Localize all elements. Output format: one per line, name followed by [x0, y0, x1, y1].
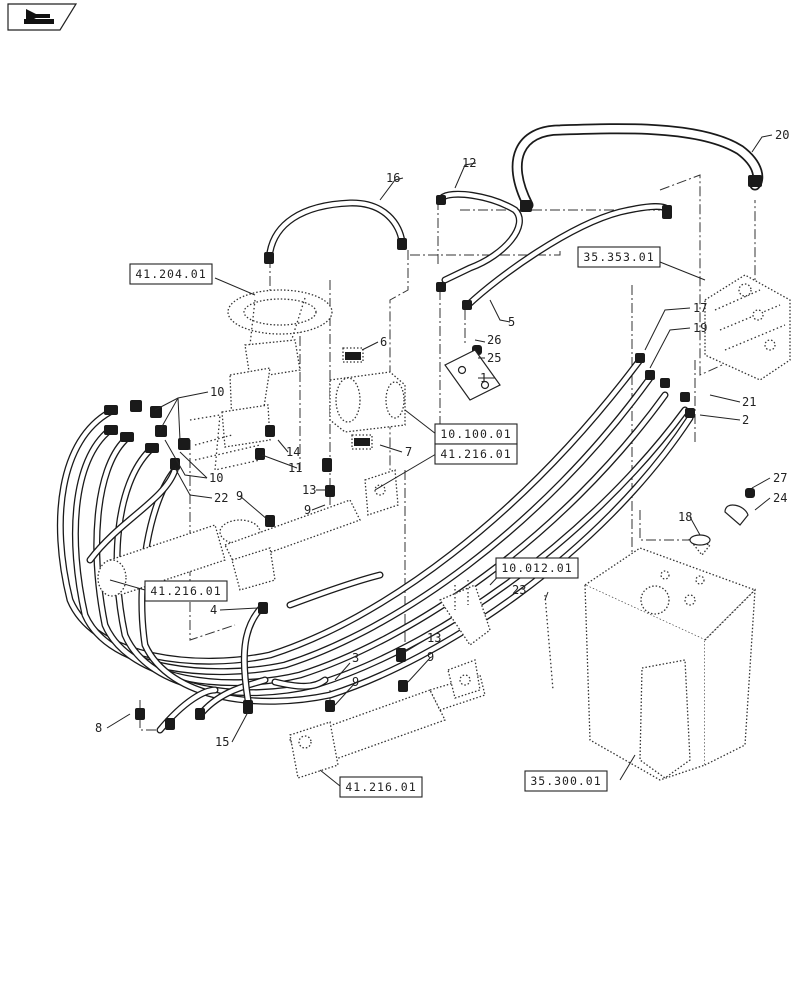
leader-lines — [106, 134, 773, 787]
callout-20: 20 — [775, 128, 789, 142]
steering-cylinder-lower[interactable] — [289, 659, 486, 779]
callout-13a: 13 — [302, 483, 316, 497]
ref-box-35-353-01[interactable]: 35.353.01 — [577, 246, 661, 268]
callout-8: 8 — [95, 721, 102, 735]
callout-11: 11 — [288, 461, 302, 475]
callout-9a: 9 — [236, 489, 243, 503]
ref-box-41-204-01[interactable]: 41.204.01 — [129, 263, 213, 285]
control-valve[interactable] — [704, 274, 791, 381]
callout-6: 6 — [380, 335, 387, 349]
ref-box-35-300-01[interactable]: 35.300.01 — [524, 770, 608, 792]
callout-4: 4 — [210, 603, 217, 617]
callout-21: 21 — [742, 395, 756, 409]
callout-10a: 10 — [210, 385, 224, 399]
steering-cylinder-upper[interactable] — [97, 469, 399, 597]
callout-18: 18 — [678, 510, 692, 524]
callout-26: 26 — [487, 333, 501, 347]
mounting-bracket[interactable] — [444, 349, 501, 401]
callout-1: 1 — [480, 371, 487, 385]
svg-text:41.216.01: 41.216.01 — [150, 584, 221, 598]
callout-14: 14 — [286, 445, 300, 459]
callout-23: 23 — [512, 583, 526, 597]
hose-clamp[interactable] — [724, 504, 749, 526]
cable-tie[interactable] — [544, 594, 554, 691]
ref-box-10-012-01[interactable]: 10.012.01 — [495, 557, 579, 579]
back-arrow-icon[interactable] — [7, 3, 78, 31]
svg-text:10.100.01: 10.100.01 — [440, 427, 511, 441]
callout-25: 25 — [487, 351, 501, 365]
svg-text:41.216.01: 41.216.01 — [345, 780, 416, 794]
callout-3: 3 — [352, 651, 359, 665]
callout-24: 24 — [773, 491, 787, 505]
callout-2: 2 — [742, 413, 749, 427]
callout-16: 16 — [386, 171, 400, 185]
svg-text:41.204.01: 41.204.01 — [135, 267, 206, 281]
callout-27: 27 — [773, 471, 787, 485]
svg-text:35.300.01: 35.300.01 — [530, 774, 601, 788]
washer[interactable] — [689, 534, 711, 546]
fittings[interactable] — [104, 175, 762, 730]
ref-box-41-216-01-a[interactable]: 41.216.01 — [434, 443, 518, 465]
callout-15: 15 — [215, 735, 229, 749]
ref-box-41-216-01-c[interactable]: 41.216.01 — [339, 776, 423, 798]
ref-box-10-100-01[interactable]: 10.100.01 — [434, 423, 518, 445]
svg-text:41.216.01: 41.216.01 — [440, 447, 511, 461]
svg-text:10.012.01: 10.012.01 — [501, 561, 572, 575]
hose-group[interactable] — [266, 123, 764, 309]
gear-pump[interactable] — [329, 347, 406, 450]
callout-9d: 9 — [352, 675, 359, 689]
hydraulic-tank[interactable] — [583, 538, 757, 781]
ref-box-41-216-01-b[interactable]: 41.216.01 — [144, 580, 228, 602]
callout-10b: 10 — [209, 471, 223, 485]
mount-plate[interactable] — [439, 580, 491, 646]
callout-9c: 9 — [427, 650, 434, 664]
callout-13b: 13 — [427, 631, 441, 645]
callout-5: 5 — [508, 315, 515, 329]
callout-12: 12 — [462, 156, 476, 170]
svg-text:35.353.01: 35.353.01 — [583, 250, 654, 264]
callout-22: 22 — [214, 491, 228, 505]
callout-9b: 9 — [304, 503, 311, 517]
callout-labels: 1 2 3 4 5 6 7 8 9 9 9 9 10 10 11 12 13 1… — [95, 128, 789, 749]
callout-17: 17 — [693, 301, 707, 315]
steering-unit[interactable] — [189, 289, 333, 471]
callout-7: 7 — [405, 445, 412, 459]
callout-19: 19 — [693, 321, 707, 335]
